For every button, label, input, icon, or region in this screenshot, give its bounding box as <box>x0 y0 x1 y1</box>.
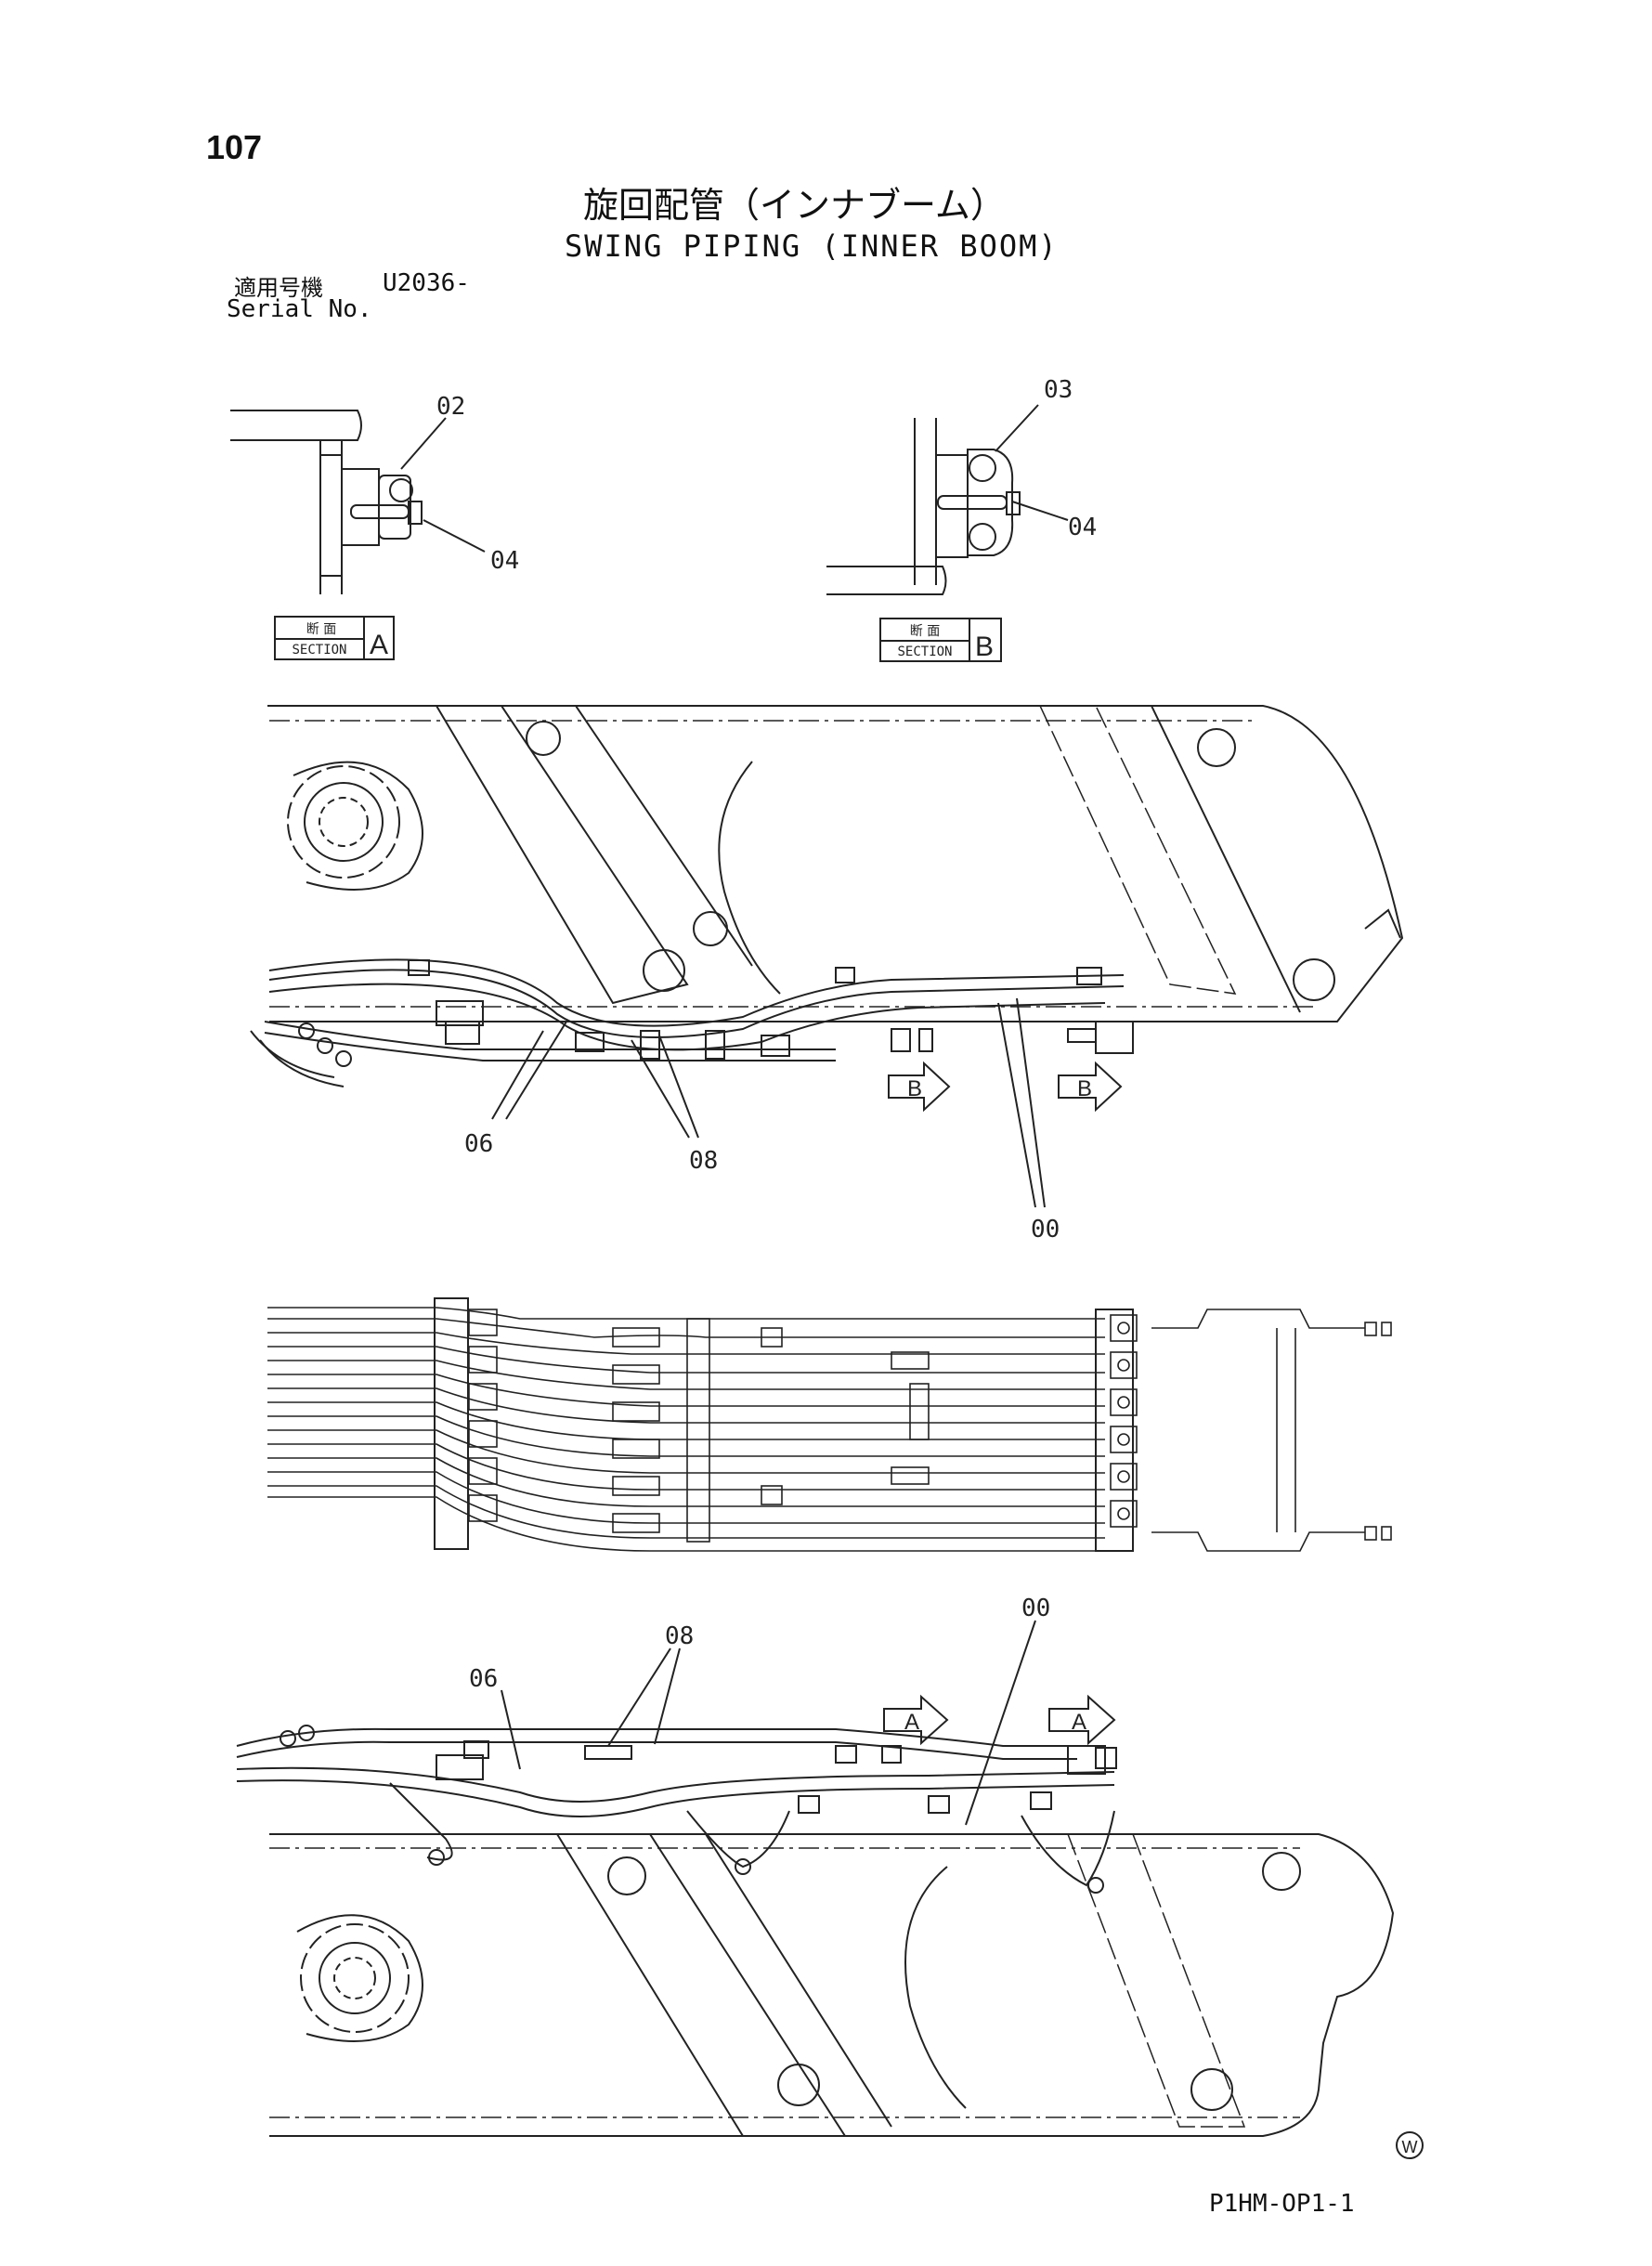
section-b-en: SECTION <box>897 645 952 659</box>
callout-00-lower: 00 <box>1021 1595 1050 1622</box>
callout-04-a: 04 <box>490 547 519 575</box>
section-b-detail: 断 面 SECTION B 03 04 <box>826 376 1097 662</box>
watermark-stamp: W <box>1396 2131 1424 2159</box>
section-a-en: SECTION <box>292 643 346 658</box>
title-japanese: 旋回配管（インナブーム） <box>583 185 1006 226</box>
lower-side-view: A A 06 08 00 <box>236 1595 1395 2137</box>
callout-04-b: 04 <box>1068 514 1097 541</box>
page-number: 107 <box>206 128 263 166</box>
callout-06-lower: 06 <box>469 1665 498 1693</box>
watermark-letter: W <box>1402 2138 1418 2156</box>
view-marker-a-2: A <box>1072 1710 1086 1735</box>
section-b-letter: B <box>975 632 994 662</box>
view-marker-b-2: B <box>1077 1076 1092 1101</box>
serial-value: U2036- <box>383 269 470 297</box>
callout-08-lower: 08 <box>665 1622 694 1650</box>
callout-08-upper: 08 <box>689 1147 718 1175</box>
section-a-jp: 断 面 <box>306 622 336 637</box>
document-code: P1HM-OP1-1 <box>1209 2190 1355 2218</box>
plan-view <box>267 1297 1392 1552</box>
upper-side-view: B B 06 08 00 <box>250 705 1404 1244</box>
section-b-jp: 断 面 <box>910 624 940 639</box>
title-english: SWING PIPING (INNER BOOM) <box>565 228 1059 264</box>
serial-label-japanese: 適用号機 <box>234 275 323 301</box>
callout-00-upper: 00 <box>1031 1216 1060 1244</box>
view-marker-a-1: A <box>904 1710 919 1735</box>
callout-06-upper: 06 <box>464 1130 493 1158</box>
serial-label-english: Serial No. <box>227 295 372 323</box>
section-a-detail: 断 面 SECTION A 02 04 <box>230 393 519 660</box>
section-a-letter: A <box>370 630 388 660</box>
callout-03: 03 <box>1044 376 1073 404</box>
view-marker-b-1: B <box>907 1076 922 1101</box>
callout-02: 02 <box>436 393 465 421</box>
